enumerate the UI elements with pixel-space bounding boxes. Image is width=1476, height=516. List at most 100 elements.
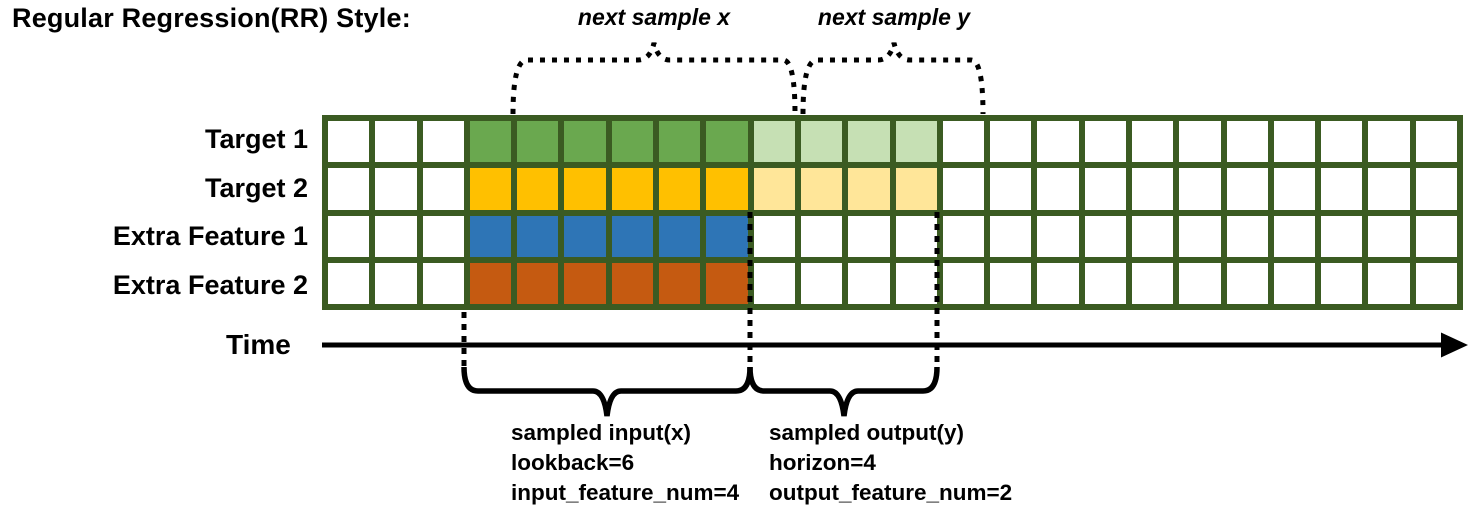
grid-cell [375,262,417,304]
grid-cell [1226,262,1268,304]
grid-cell [848,121,890,163]
grid-cell [1179,121,1221,163]
grid-cell [1226,215,1268,257]
time-axis-label: Time [226,329,291,360]
grid-cell [422,262,464,304]
grid-cell [753,121,795,163]
grid-cell [517,262,559,304]
grid-cell [469,168,512,210]
grid-cell [422,121,464,163]
lookback-line: lookback=6 [511,450,635,475]
grid-cell [328,262,370,304]
grid-cell [564,262,606,304]
grid-cell [895,168,937,210]
grid-cell [422,168,464,210]
sampled-output-line: sampled output(y) [769,420,964,445]
horizon-line: horizon=4 [769,450,876,475]
row-label-extra-feature-2: Extra Feature 2 [112,270,308,301]
sampled-input-brace [461,366,753,417]
grid-cell [942,121,985,163]
grid-cell [848,168,890,210]
diagram-title: Regular Regression(RR) Style: [12,3,411,33]
grid-cell [800,262,843,304]
grid-cell [469,215,512,257]
grid-cell [895,215,937,257]
grid-cell [328,215,370,257]
sampled-output-annotation: sampled output(y) horizon=4 output_featu… [769,418,1012,508]
grid-cell [1321,215,1363,257]
grid-cell [564,215,606,257]
sampled-input-line: sampled input(x) [511,420,692,445]
grid-cell [564,121,606,163]
grid-cell [1179,262,1221,304]
grid-cell [1368,262,1410,304]
grid-cell [659,215,701,257]
grid-cell [659,168,701,210]
grid-cell [1131,262,1174,304]
grid-cell [611,168,654,210]
grid-cell [1037,215,1079,257]
grid-cell [517,121,559,163]
timeseries-grid [322,115,1463,310]
grid-cell [1037,262,1079,304]
grid-cell [1037,121,1079,163]
grid-cell [706,121,748,163]
next-sample-y-brace [800,42,986,115]
sampled-output-brace [747,366,940,417]
grid-cell [375,215,417,257]
grid-cell [1084,215,1126,257]
time-axis-arrowhead [1441,332,1468,358]
grid-cell [942,215,985,257]
grid-cell [1415,215,1457,257]
grid-cell [895,262,937,304]
grid-cell [800,215,843,257]
grid-cell [469,121,512,163]
next-sample-y-label: next sample y [817,4,971,30]
output-feature-num-line: output_feature_num=2 [769,480,1013,505]
grid-cell [1321,168,1363,210]
grid-cell [1321,262,1363,304]
grid-cell [469,262,512,304]
grid-cell [753,262,795,304]
grid-cell [1131,168,1174,210]
grid-cell [611,121,654,163]
grid-cell [848,262,890,304]
grid-cell [328,121,370,163]
grid-cell [1179,168,1221,210]
input-feature-num-line: input_feature_num=4 [511,480,740,505]
grid-cell [1273,262,1316,304]
grid-cell [517,215,559,257]
grid-cell [1368,121,1410,163]
grid-cell [1273,168,1316,210]
row-label-target-1: Target 1 [204,123,308,154]
grid-cell [1415,168,1457,210]
next-sample-x-brace [510,42,798,115]
grid-cell [1084,121,1126,163]
grid-cell [895,121,937,163]
grid-cell [1226,121,1268,163]
grid-cell [611,215,654,257]
grid-cell [375,168,417,210]
grid-cell [753,168,795,210]
grid-cell [1415,121,1457,163]
row-label-extra-feature-1: Extra Feature 1 [112,221,308,252]
grid-cell [1131,215,1174,257]
grid-cell [517,168,559,210]
sampled-input-annotation: sampled input(x) lookback=6 input_featur… [511,418,739,508]
grid-cell [706,262,748,304]
grid-cell [564,168,606,210]
grid-cell [375,121,417,163]
grid-cell [990,215,1032,257]
grid-cell [1321,121,1363,163]
grid-cell [1084,262,1126,304]
grid-cell [942,168,985,210]
row-label-target-2: Target 2 [204,172,308,203]
grid-cell [611,262,654,304]
grid-cell [1273,215,1316,257]
grid-cell [800,121,843,163]
grid-cell [990,168,1032,210]
grid-cell [942,262,985,304]
grid-cell [990,121,1032,163]
row-labels: Target 1 Target 2 Extra Feature 1 Extra … [0,115,308,310]
